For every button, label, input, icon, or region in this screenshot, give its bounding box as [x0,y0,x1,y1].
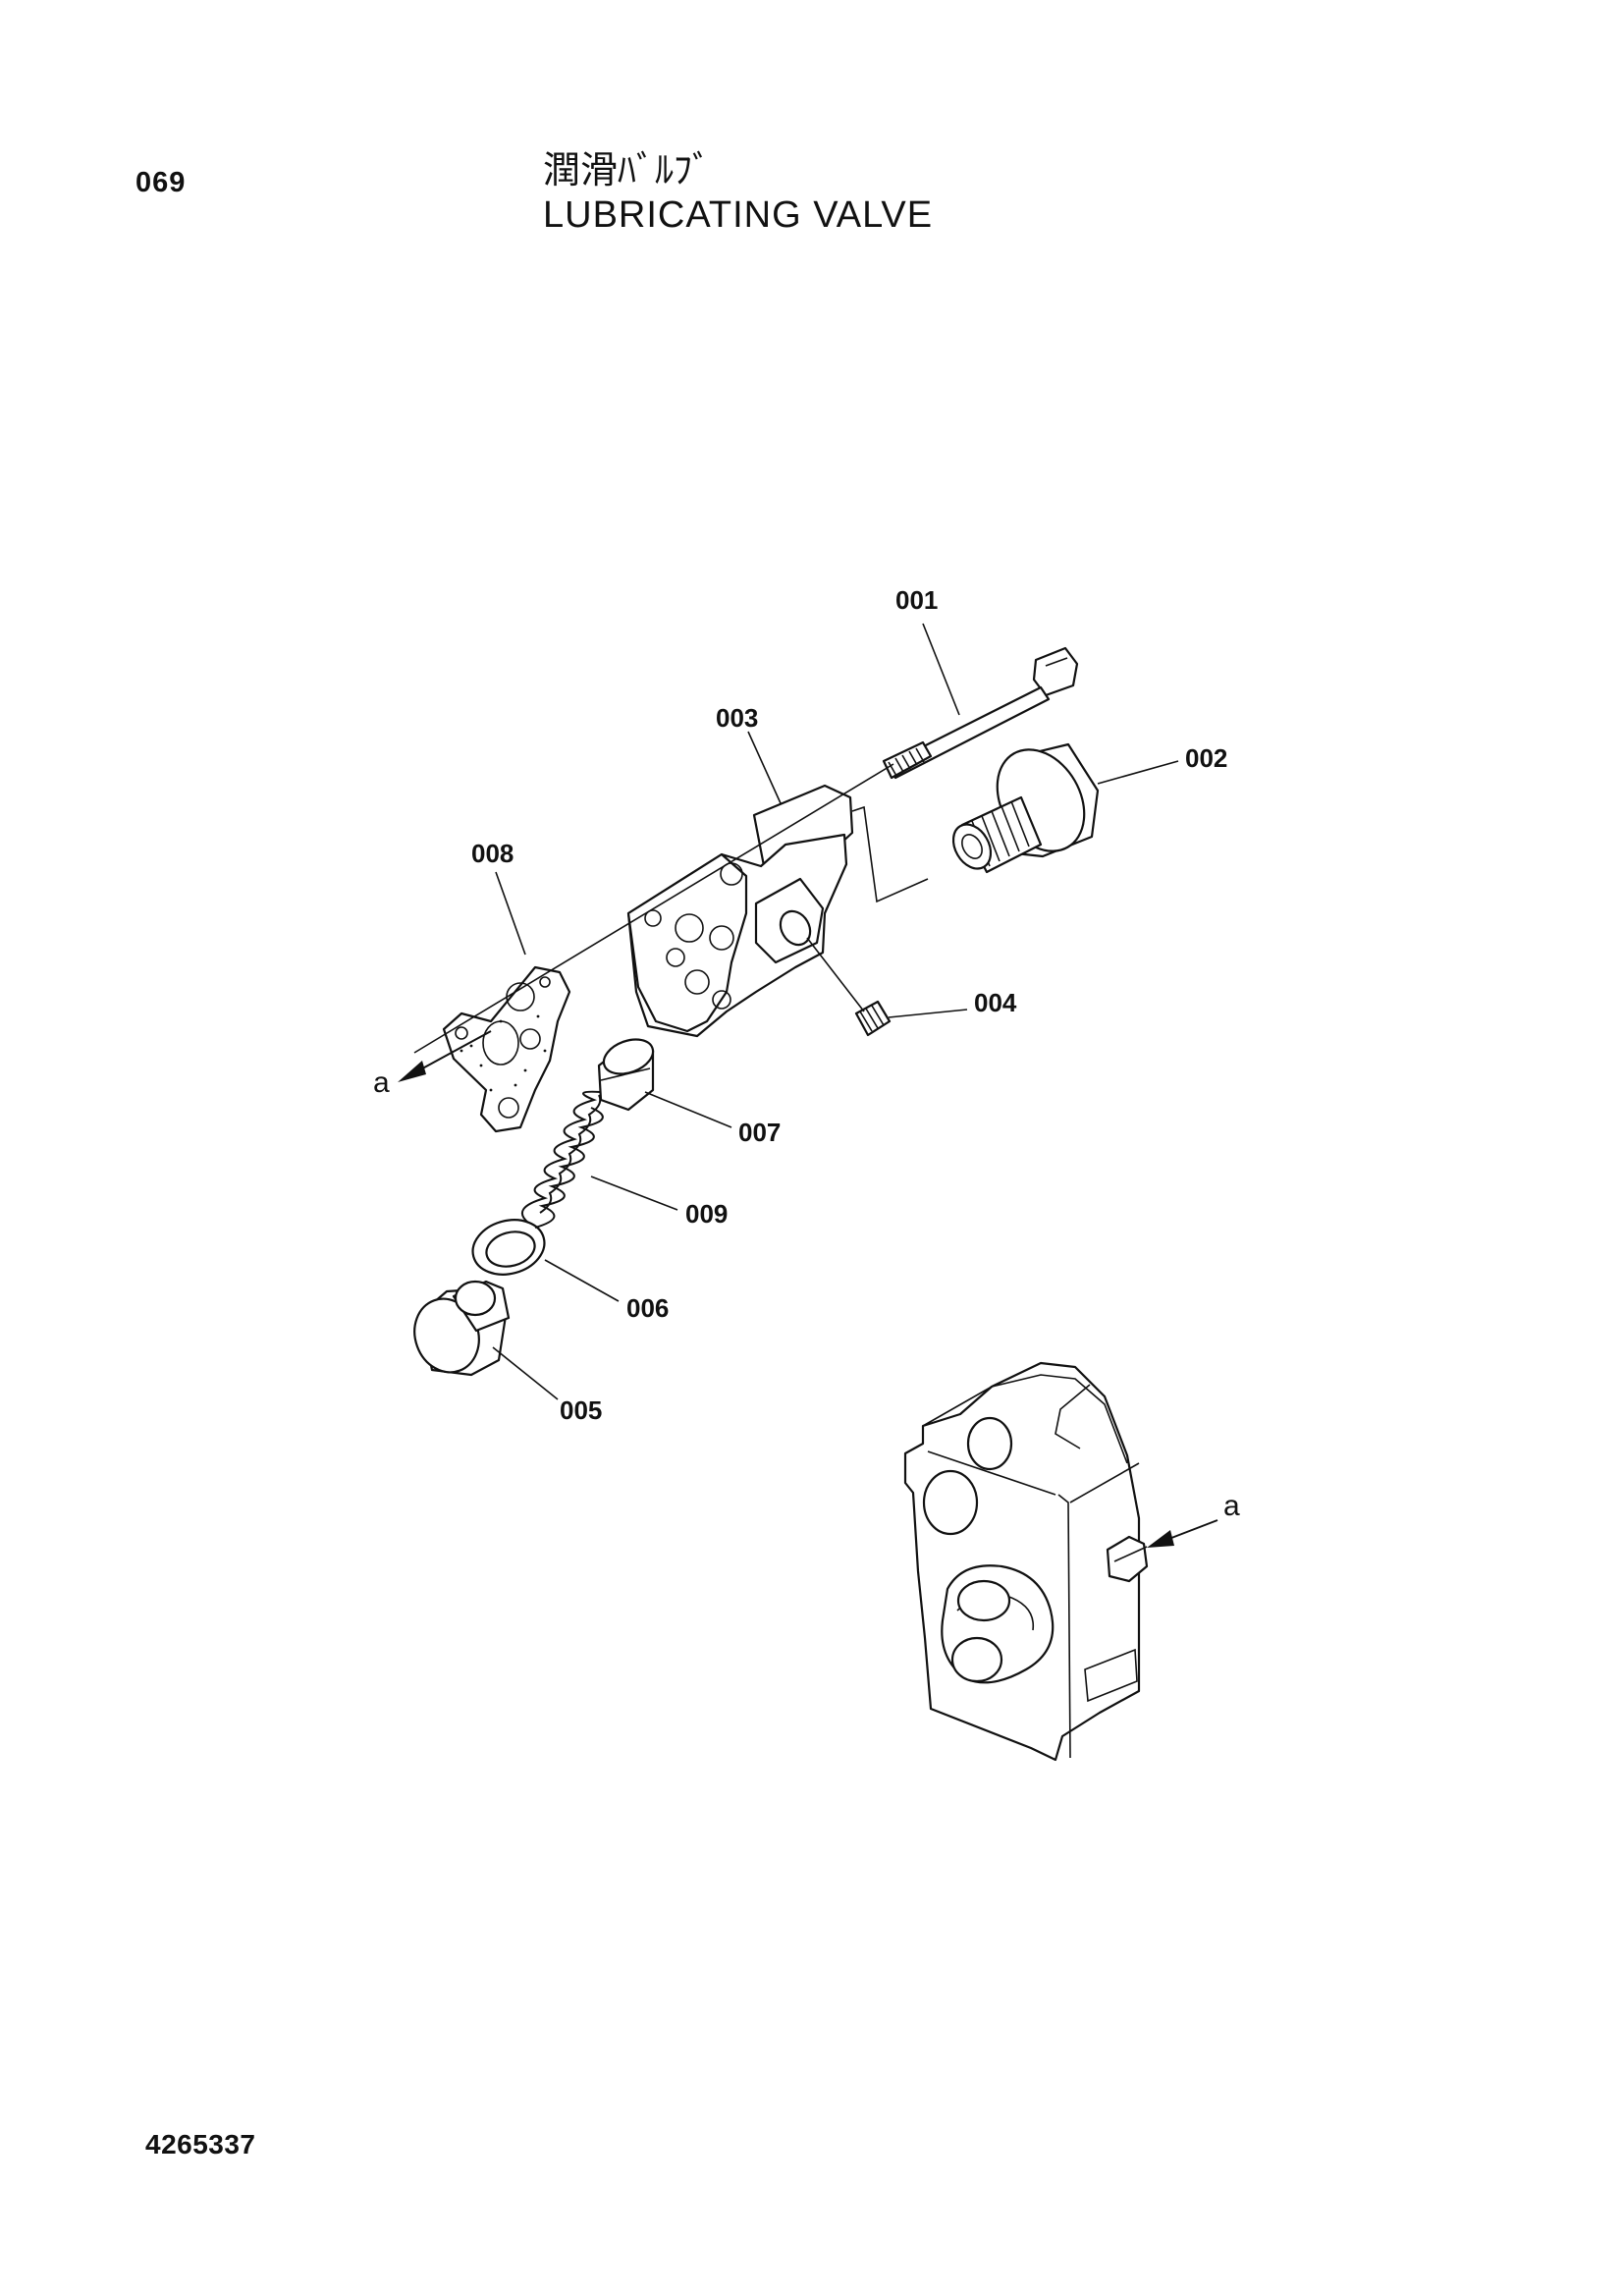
title-block: 潤滑ﾊﾞﾙﾌﾞ LUBRICATING VALVE [543,147,933,238]
assembly-line-bolt [413,763,894,1054]
title-japanese: 潤滑ﾊﾞﾙﾌﾞ [543,148,712,191]
callout-006: 006 [626,1293,669,1323]
part-009-spring [520,1090,604,1229]
drawing-number: 4265337 [145,2129,256,2159]
callout-002: 002 [1185,743,1227,773]
part-003-valve-body [626,784,854,1038]
arrow-a-right-label: a [1223,1490,1240,1522]
callout-005: 005 [560,1395,602,1425]
part-004-set-screw [854,1000,892,1037]
part-001-bolt [882,646,1079,780]
callout-003: 003 [716,703,758,733]
assembly-line-screw [806,937,865,1012]
arrow-a-left [398,1030,492,1082]
assembly-line-plug [851,805,929,903]
arrow-a-left-label: a [373,1066,390,1099]
arrow-a-right [1147,1519,1218,1548]
leader-lines [492,623,1179,1400]
callout-008: 008 [471,839,514,868]
page-number: 069 [135,167,187,198]
part-005-cap [413,1280,511,1377]
callout-009: 009 [685,1199,728,1229]
callout-004: 004 [974,988,1017,1017]
pump-housing [903,1361,1149,1762]
title-english: LUBRICATING VALVE [543,194,934,236]
part-002-plug [951,742,1100,874]
callout-007: 007 [738,1118,781,1147]
callout-001: 001 [895,585,938,615]
part-008-gasket [442,965,571,1133]
part-006-ring [471,1219,546,1276]
part-007-piston [597,1038,655,1112]
